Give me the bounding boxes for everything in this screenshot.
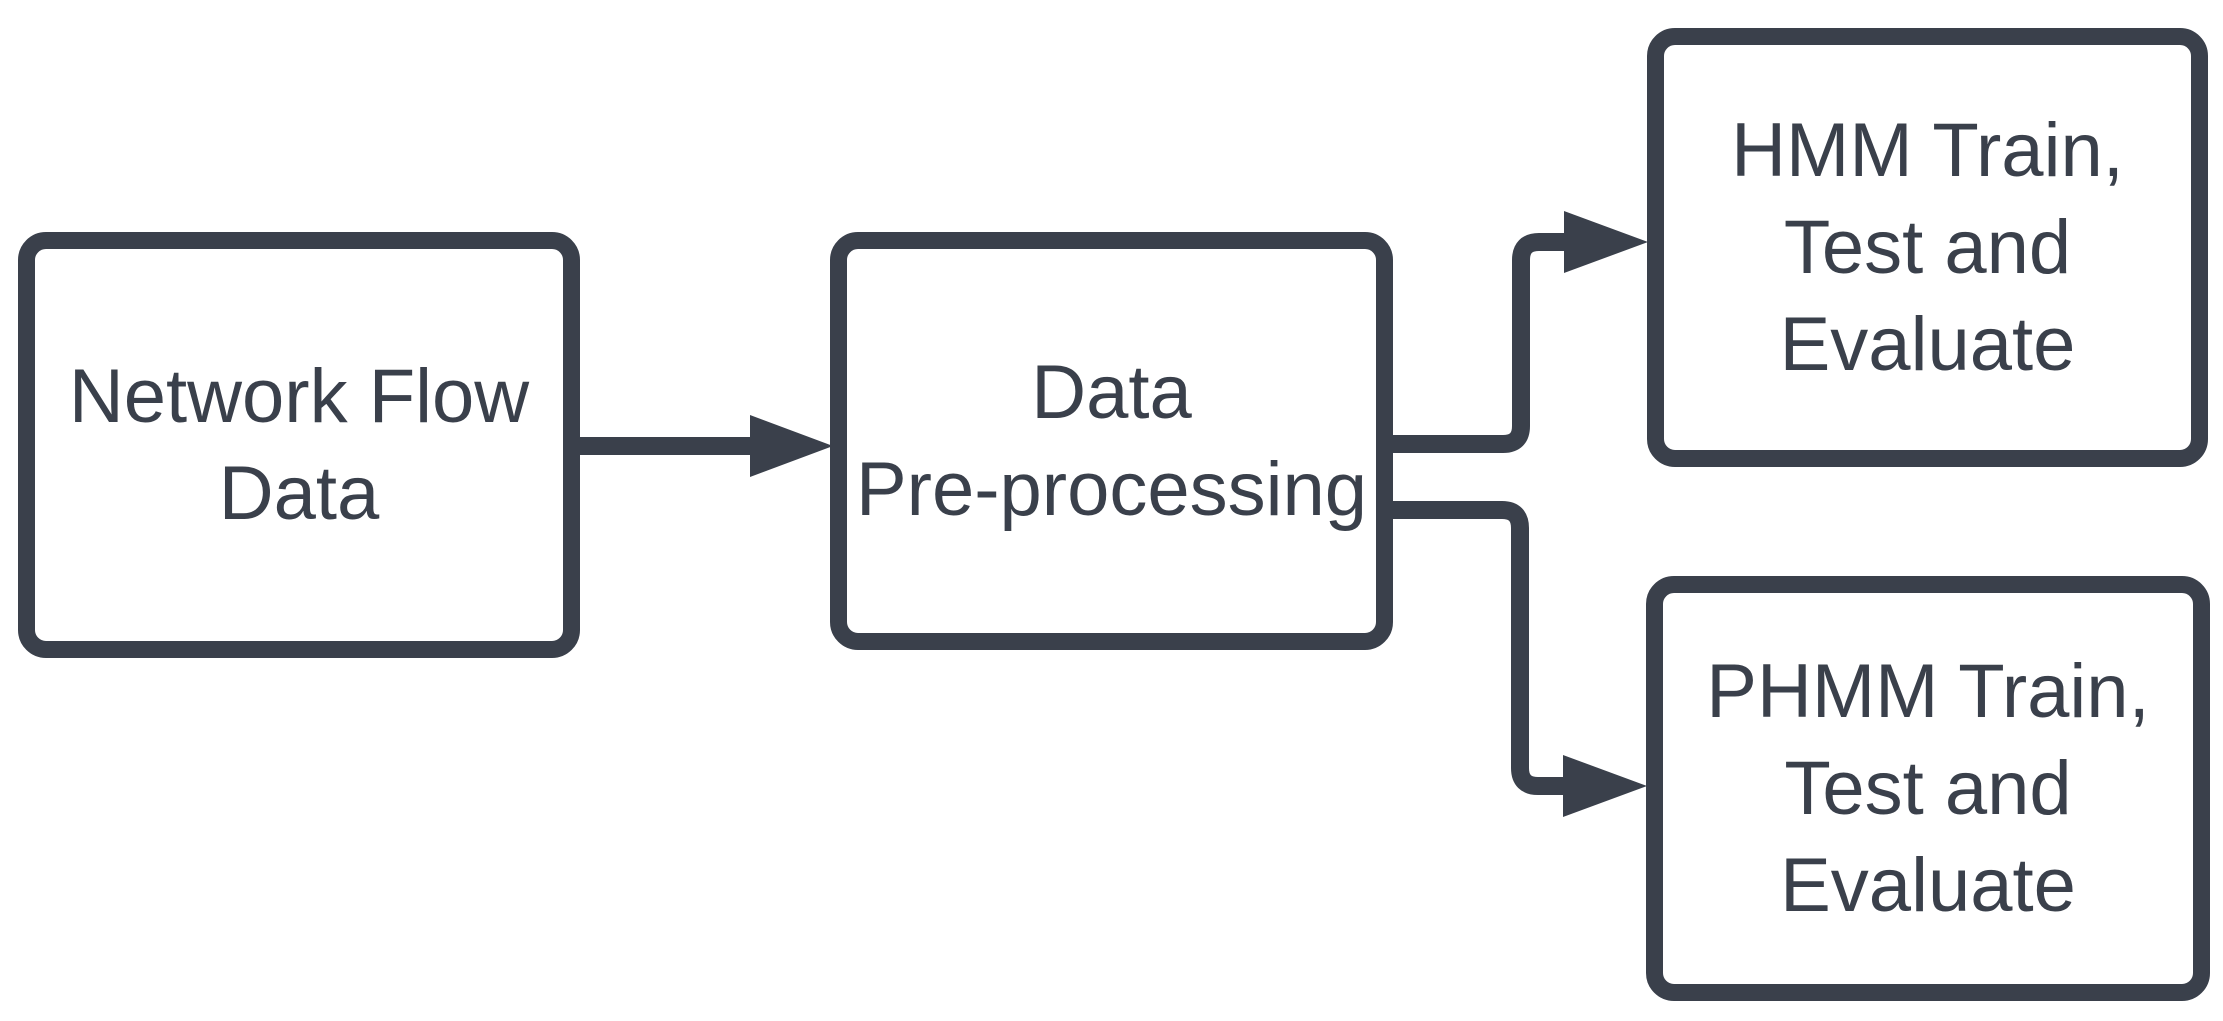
- edge-preprocessing-to-phmm: [1393, 501, 1647, 817]
- node-label-line: PHMM Train,: [1706, 649, 2150, 734]
- arrowhead-icon: [1563, 755, 1647, 817]
- edge-preprocessing-to-hmm: [1393, 211, 1648, 453]
- edge-networkflow-to-preprocessing: [580, 415, 833, 477]
- node-network-flow-data: Network Flow Data: [18, 232, 580, 658]
- node-label-line: Test and: [1783, 205, 2072, 290]
- node-label-line: Evaluate: [1779, 302, 2076, 387]
- node-hmm-train-test-evaluate: HMM Train, Test and Evaluate: [1647, 28, 2208, 467]
- node-data-preprocessing: Data Pre-processing: [830, 232, 1393, 650]
- node-label-line: Pre-processing: [855, 447, 1368, 532]
- node-label-line: Evaluate: [1780, 843, 2076, 928]
- node-label-line: Test and: [1784, 746, 2072, 831]
- node-phmm-train-test-evaluate: PHMM Train, Test and Evaluate: [1646, 576, 2210, 1001]
- node-label-line: HMM Train,: [1731, 108, 2124, 193]
- node-label-line: Data: [218, 451, 380, 536]
- node-label-line: Data: [1031, 350, 1192, 435]
- arrowhead-icon: [750, 415, 833, 477]
- arrowhead-icon: [1564, 211, 1648, 273]
- node-label-line: Network Flow: [68, 354, 530, 439]
